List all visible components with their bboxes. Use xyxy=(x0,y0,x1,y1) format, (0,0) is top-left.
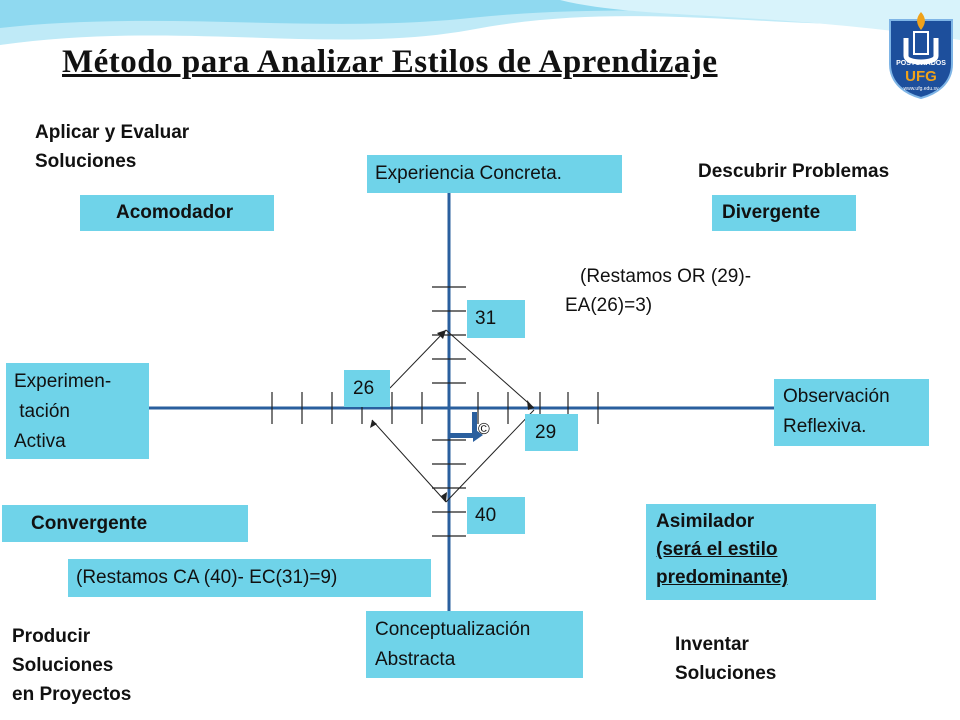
slide-title: Método para Analizar Estilos de Aprendiz… xyxy=(62,44,718,80)
score-ec: 31 xyxy=(467,300,525,338)
asimilador-note-line2: predominante) xyxy=(656,567,788,588)
corner-label-top-left: Aplicar y Evaluar Soluciones xyxy=(35,122,190,172)
convergente-box: Convergente xyxy=(2,505,248,542)
axis-label-experiencia-concreta: Experiencia Concreta. xyxy=(367,155,622,193)
asimilador-note-line1: (será el estilo xyxy=(656,539,778,560)
score-or: 29 xyxy=(525,414,578,451)
axis-label-conceptualizacion-abstracta: Conceptualización Abstracta xyxy=(366,611,583,678)
logo-url-text: www.ufg.edu.sv xyxy=(903,86,939,92)
university-logo-icon xyxy=(889,12,953,100)
university-logo: POSTGRADOS UFG www.ufg.edu.sv xyxy=(886,8,956,100)
score-ca: 40 xyxy=(467,497,525,534)
logo-top-text: POSTGRADOS xyxy=(896,60,946,67)
divergente-box: Divergente xyxy=(712,195,856,231)
axis-label-observacion-reflexiva: Observación Reflexiva. xyxy=(774,379,929,446)
corner-label-bottom-left: Producir Soluciones en Proyectos xyxy=(12,626,132,705)
acomodador-box: Acomodador xyxy=(80,195,274,231)
corner-label-top-right: Descubrir Problemas xyxy=(698,161,890,182)
diamond-arrows xyxy=(371,329,535,503)
corner-label-bottom-right: Inventar Soluciones xyxy=(675,634,777,684)
note-ca-ec: (Restamos CA (40)- EC(31)=9) xyxy=(68,559,431,597)
asimilador-label: Asimilador xyxy=(656,511,755,532)
vertical-axis-ticks xyxy=(432,286,466,537)
center-pointer xyxy=(449,412,483,442)
note-or-ea: (Restamos OR (29)- EA(26)=3) xyxy=(565,266,752,316)
axis-label-experimentacion-activa: Experimen- tación Activa xyxy=(6,363,149,459)
arrow-heads xyxy=(370,330,534,502)
center-mark: © xyxy=(478,421,490,438)
logo-main-text: UFG xyxy=(905,68,937,85)
score-ea: 26 xyxy=(344,370,390,407)
asimilador-box: Asimilador (será el estilo predominante) xyxy=(646,504,876,600)
